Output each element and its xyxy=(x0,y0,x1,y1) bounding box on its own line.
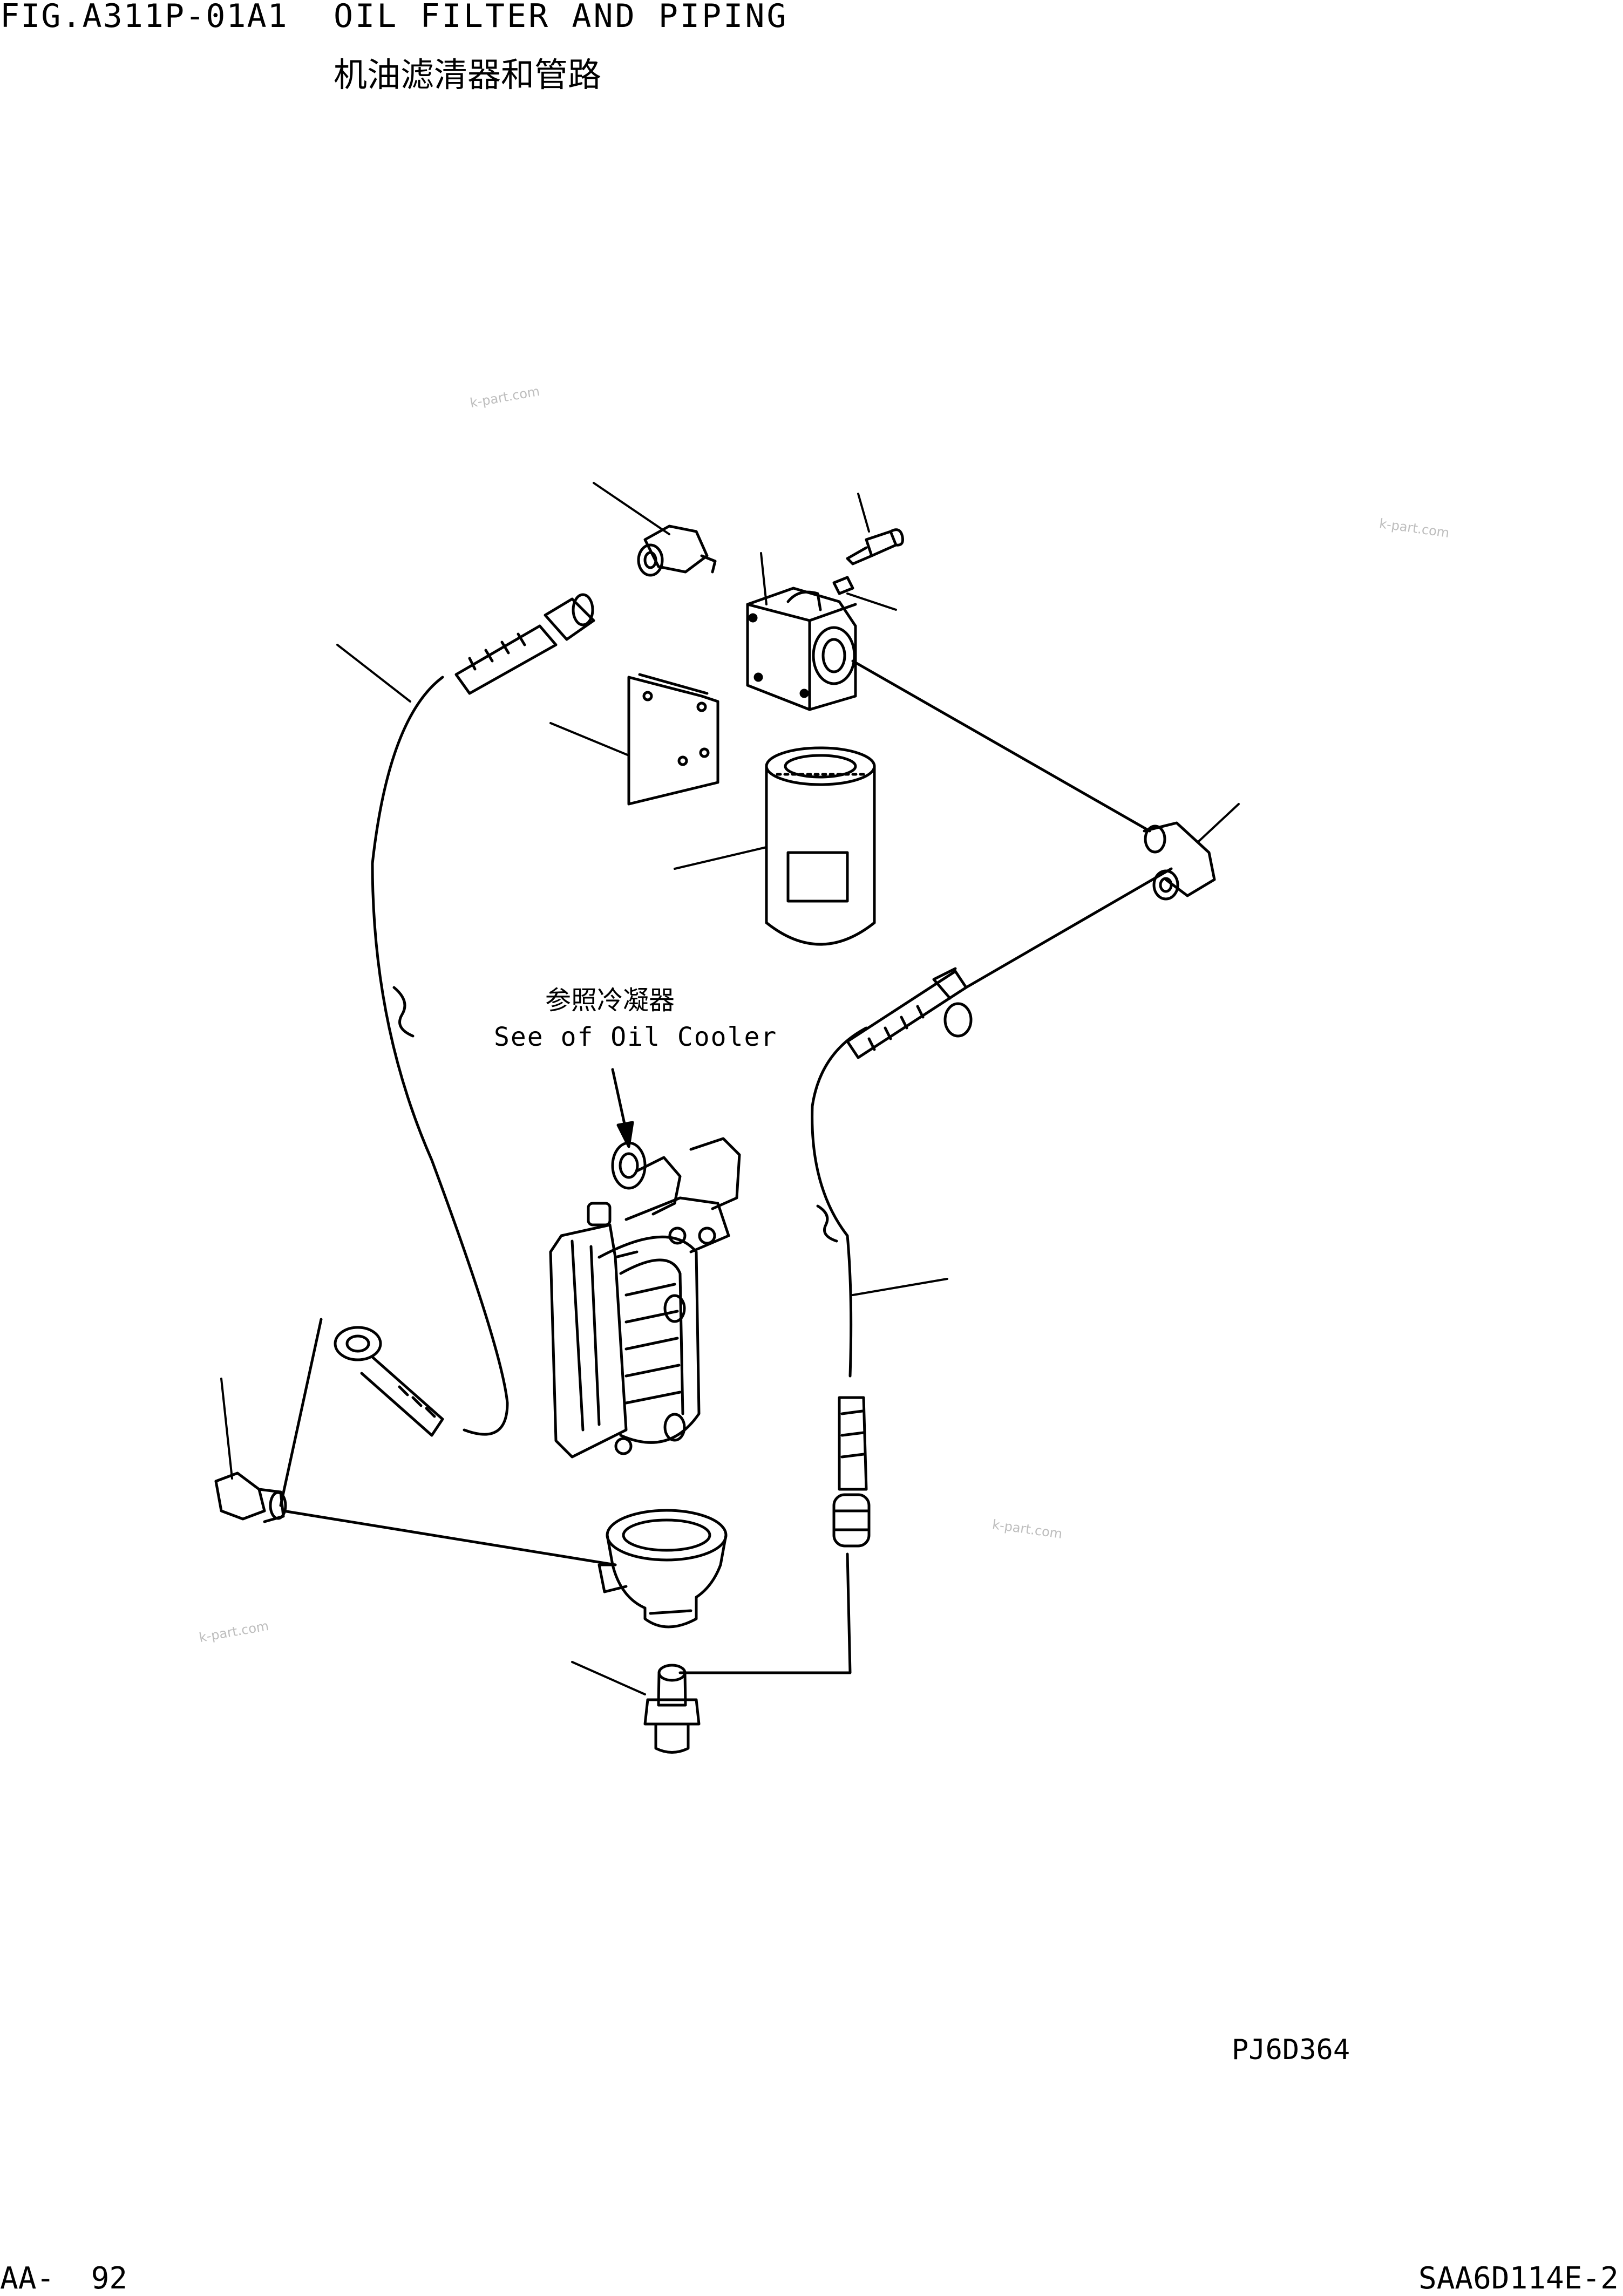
page-number: AA- 92 xyxy=(0,2261,128,2296)
note-pointer-arrow xyxy=(613,1069,633,1147)
hose-end-top-left xyxy=(456,595,594,693)
bolt-small xyxy=(834,577,853,594)
figure-id: FIG.A311P-01A1 xyxy=(0,0,288,35)
hose-end-bottom-left xyxy=(335,1327,443,1435)
oil-cooler-assembly xyxy=(551,1139,739,1457)
oil-cooler-note-cn: 参照冷凝器 xyxy=(545,985,675,1016)
hose-end-right xyxy=(847,969,971,1058)
bolt-top xyxy=(847,530,903,564)
drawing-code: PJ6D364 xyxy=(1232,2034,1350,2066)
elbow-fitting-top xyxy=(639,526,715,575)
pipe-left-to-adapter xyxy=(283,1511,615,1565)
elbow-fitting-right xyxy=(1144,823,1214,899)
filter-adapter-housing xyxy=(599,1510,726,1627)
figure-title-en: OIL FILTER AND PIPING xyxy=(334,0,789,35)
connector-fitting-left xyxy=(216,1473,286,1522)
mounting-bracket xyxy=(629,675,718,804)
pipe-right xyxy=(680,661,1171,1673)
model-code: SAA6D114E-2 xyxy=(1418,2261,1619,2296)
hose-left xyxy=(372,677,507,1434)
filter-head xyxy=(748,588,855,710)
leader-lines xyxy=(221,483,1239,1694)
oil-cooler-note-en: See of Oil Cooler xyxy=(494,1022,778,1052)
oil-filter-cartridge xyxy=(766,748,874,944)
figure-title-cn: 机油滤清器和管路 xyxy=(334,55,602,94)
hose-end-bottom-right xyxy=(834,1398,869,1546)
union-fitting-bottom xyxy=(645,1665,699,1753)
pipe-left-up xyxy=(281,1319,321,1505)
